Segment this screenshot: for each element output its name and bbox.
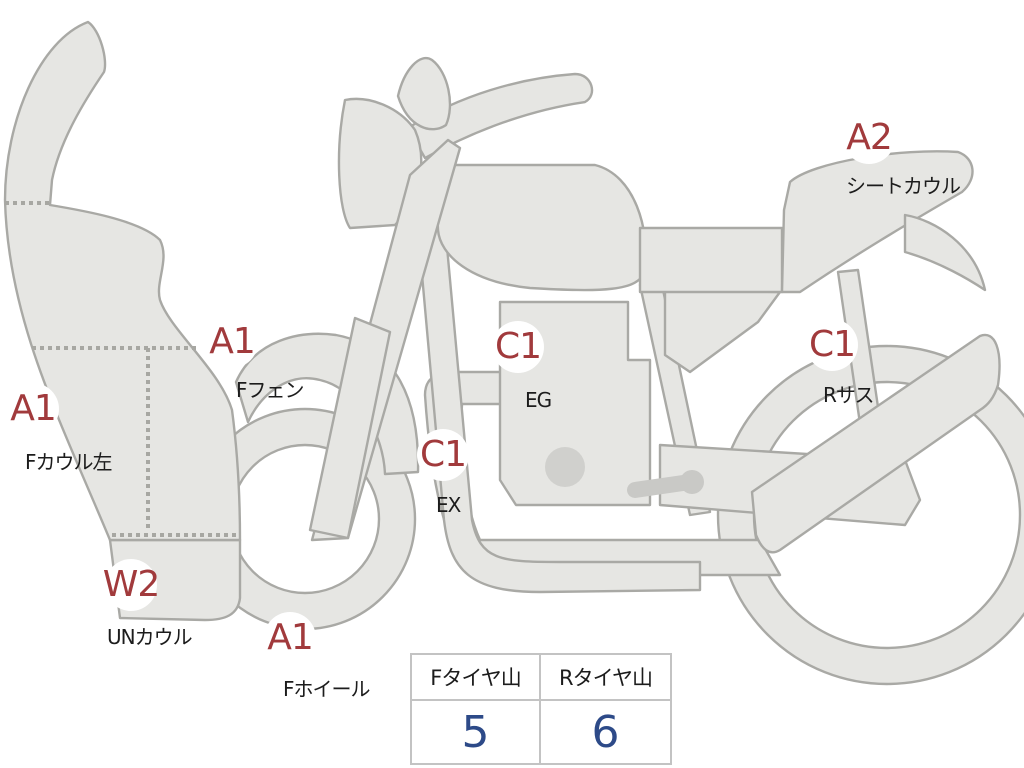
footpeg-end	[680, 470, 704, 494]
exhaust-grade: C1	[417, 429, 469, 481]
exhaust-label: EX	[436, 493, 461, 517]
rear-suspension-label: Rサス	[823, 383, 874, 407]
engine-grade: C1	[492, 321, 544, 373]
front-fender-grade: A1	[206, 316, 258, 368]
front-wheel-label: Fホイール	[283, 677, 371, 701]
front-cowl-left-grade: A1	[7, 383, 59, 435]
front-cowl-left-label: Fカウル左	[25, 450, 113, 474]
front-tire-tread-value: 5	[412, 701, 541, 763]
seat-cowl-label: シートカウル	[846, 174, 961, 198]
under-cowl-label: UNカウル	[107, 625, 193, 649]
seat-cowl-grade: A2	[843, 112, 895, 164]
muffler	[750, 333, 1001, 554]
seat	[638, 226, 784, 294]
frame-downtube	[416, 223, 702, 594]
mirror	[396, 57, 452, 131]
under-cowl-grade: W2	[103, 559, 160, 611]
rear-tire-tread-value: 6	[591, 706, 620, 758]
engine-label: EG	[525, 388, 552, 412]
fuel-tank	[433, 163, 648, 292]
front-tire-tread-header: Fタイヤ山	[412, 655, 541, 701]
front-fender-label: Fフェン	[236, 378, 305, 402]
engine-cover	[545, 447, 585, 487]
rear-suspension-grade: C1	[806, 319, 858, 371]
front-cowl	[3, 20, 242, 542]
side-cover	[663, 288, 782, 374]
handlebar	[406, 72, 594, 160]
tail-fin	[903, 213, 987, 292]
seat-cowl	[780, 150, 974, 294]
fork-sleeve	[308, 316, 392, 540]
tire-tread-table: Fタイヤ山 Rタイヤ山 5 6	[410, 653, 672, 765]
rear-tire-tread-header: Rタイヤ山	[541, 655, 670, 701]
front-wheel-grade: A1	[264, 612, 316, 664]
